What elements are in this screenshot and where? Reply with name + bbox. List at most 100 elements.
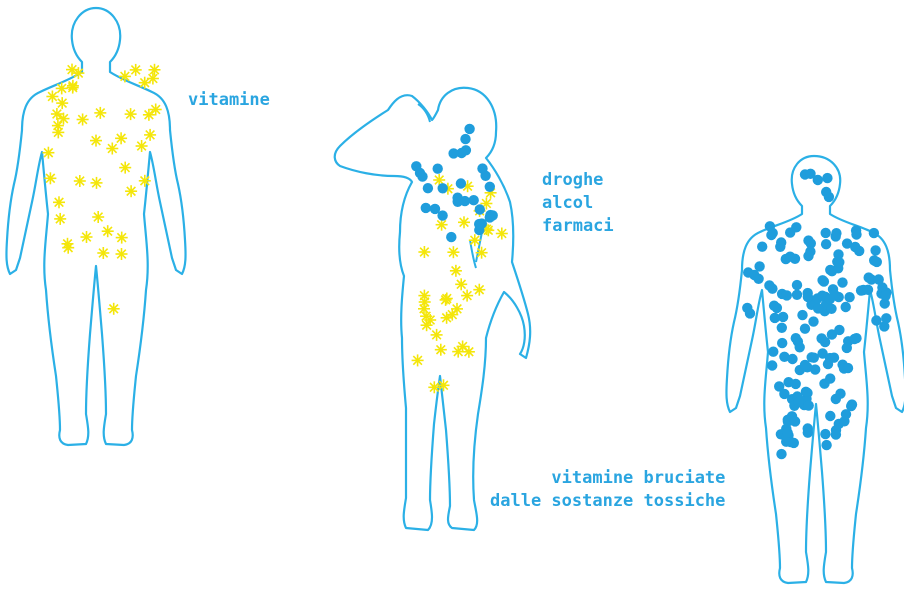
vitamin-star-icon: [97, 247, 109, 259]
toxin-dot-icon: [800, 324, 810, 334]
toxin-dot-icon: [792, 280, 802, 290]
vitamin-star-icon: [458, 216, 470, 228]
toxin-dot-icon: [787, 354, 797, 364]
toxin-dot-icon: [791, 333, 801, 343]
burnt-label-line-1: vitamine bruciate: [490, 467, 725, 490]
toxin-dot-icon: [864, 272, 874, 282]
toxin-dot-icon: [777, 323, 787, 333]
vitamin-star-icon: [44, 172, 56, 184]
toxin-dot-icon: [456, 178, 466, 188]
toxin-dot-icon: [804, 400, 814, 410]
toxin-dot-icon: [869, 228, 879, 238]
toxin-dot-icon: [821, 239, 831, 249]
toxin-dot-icon: [831, 429, 841, 439]
toxin-dot-icon: [849, 334, 859, 344]
toxin-dot-icon: [433, 164, 443, 174]
toxin-dot-icon: [874, 274, 884, 284]
toxin-dot-icon: [844, 292, 854, 302]
vitamin-star-icon: [115, 132, 127, 144]
toxin-dot-icon: [421, 203, 431, 213]
toxic-substances-label: droghe alcol farmaci: [542, 169, 614, 238]
toxin-dot-icon: [757, 242, 767, 252]
vitamin-star-icon: [447, 246, 459, 258]
toxin-dot-icon: [776, 449, 786, 459]
vitamin-star-icon: [108, 303, 120, 315]
toxin-dot-icon: [803, 251, 813, 261]
toxin-dot-icon: [794, 397, 804, 407]
toxin-dot-icon: [749, 270, 759, 280]
toxin-dot-icon: [825, 373, 835, 383]
toxin-dot-icon: [800, 360, 810, 370]
vitamin-star-icon: [106, 143, 118, 155]
toxin-dot-icon: [825, 411, 835, 421]
toxin-dot-icon: [474, 219, 484, 229]
vitamin-star-icon: [81, 231, 93, 243]
toxin-dot-icon: [790, 416, 800, 426]
depleted-body-figure: [726, 156, 904, 583]
vitamin-star-icon: [450, 265, 462, 277]
vitamin-star-icon: [116, 248, 128, 260]
vitamin-star-icon: [77, 114, 89, 126]
toxin-dot-icon: [477, 163, 487, 173]
vitamin-star-icon: [72, 67, 84, 79]
vitamin-star-icon: [91, 177, 103, 189]
toxin-dot-icon: [782, 428, 792, 438]
vitamin-star-icon: [56, 97, 68, 109]
healthy-body-figure: [6, 8, 185, 445]
toxin-dot-icon: [791, 222, 801, 232]
toxin-dot-icon: [821, 187, 831, 197]
vitamin-star-icon: [90, 135, 102, 147]
toxin-dot-icon: [841, 302, 851, 312]
toxin-dot-icon: [792, 290, 802, 300]
toxin-dot-icon: [769, 301, 779, 311]
toxin-dot-icon: [808, 316, 818, 326]
vitamin-star-icon: [42, 147, 54, 159]
vitamin-star-icon: [143, 109, 155, 121]
toxin-dot-icon: [782, 290, 792, 300]
toxin-dot-icon: [423, 183, 433, 193]
toxin-dot-icon: [805, 169, 815, 179]
vitamin-stars-group: [42, 64, 161, 315]
toxin-dot-icon: [801, 387, 811, 397]
toxin-dot-icon: [764, 280, 774, 290]
vitamin-star-icon: [461, 290, 473, 302]
toxin-dot-icon: [880, 291, 890, 301]
toxin-dot-icon: [817, 275, 827, 285]
toxin-dot-icon: [777, 338, 787, 348]
toxin-dot-icon: [469, 195, 479, 205]
toxin-dot-icon: [870, 245, 880, 255]
toxin-dot-icon: [779, 389, 789, 399]
vitamin-star-icon: [56, 82, 68, 94]
toxin-dot-icon: [820, 337, 830, 347]
toxin-dot-icon: [785, 252, 795, 262]
toxin-dot-icon: [475, 204, 485, 214]
vitamin-star-icon: [424, 314, 436, 326]
vitamin-star-icon: [125, 108, 137, 120]
toxin-dot-icon: [460, 196, 470, 206]
vitamin-star-icon: [53, 196, 65, 208]
vitamin-star-icon: [476, 247, 488, 259]
burnt-label-line-2: dalle sostanze tossiche: [490, 490, 725, 513]
vitamin-star-icon: [46, 91, 58, 103]
toxin-dot-icon: [411, 161, 421, 171]
vitamin-star-icon: [94, 107, 106, 119]
vitamin-star-icon: [441, 293, 453, 305]
toxin-dot-icon: [821, 440, 831, 450]
toxin-dot-icon: [825, 294, 835, 304]
toxin-dot-icon: [850, 242, 860, 252]
vitamins-label: vitamine: [188, 89, 270, 112]
toxin-dot-icon: [485, 212, 495, 222]
vitamin-star-icon: [428, 381, 440, 393]
vitamin-star-icon: [412, 354, 424, 366]
toxin-dot-icon: [846, 401, 856, 411]
vitamin-star-icon: [455, 278, 467, 290]
vitamin-star-icon: [130, 64, 142, 76]
toxin-dot-icon: [430, 204, 440, 214]
toxin-dot-icon: [754, 261, 764, 271]
vitamin-star-icon: [150, 104, 162, 116]
vitamin-star-icon: [74, 175, 86, 187]
vitamin-star-icon: [62, 238, 74, 250]
vitamin-star-icon: [431, 329, 443, 341]
toxin-dot-icon: [831, 231, 841, 241]
